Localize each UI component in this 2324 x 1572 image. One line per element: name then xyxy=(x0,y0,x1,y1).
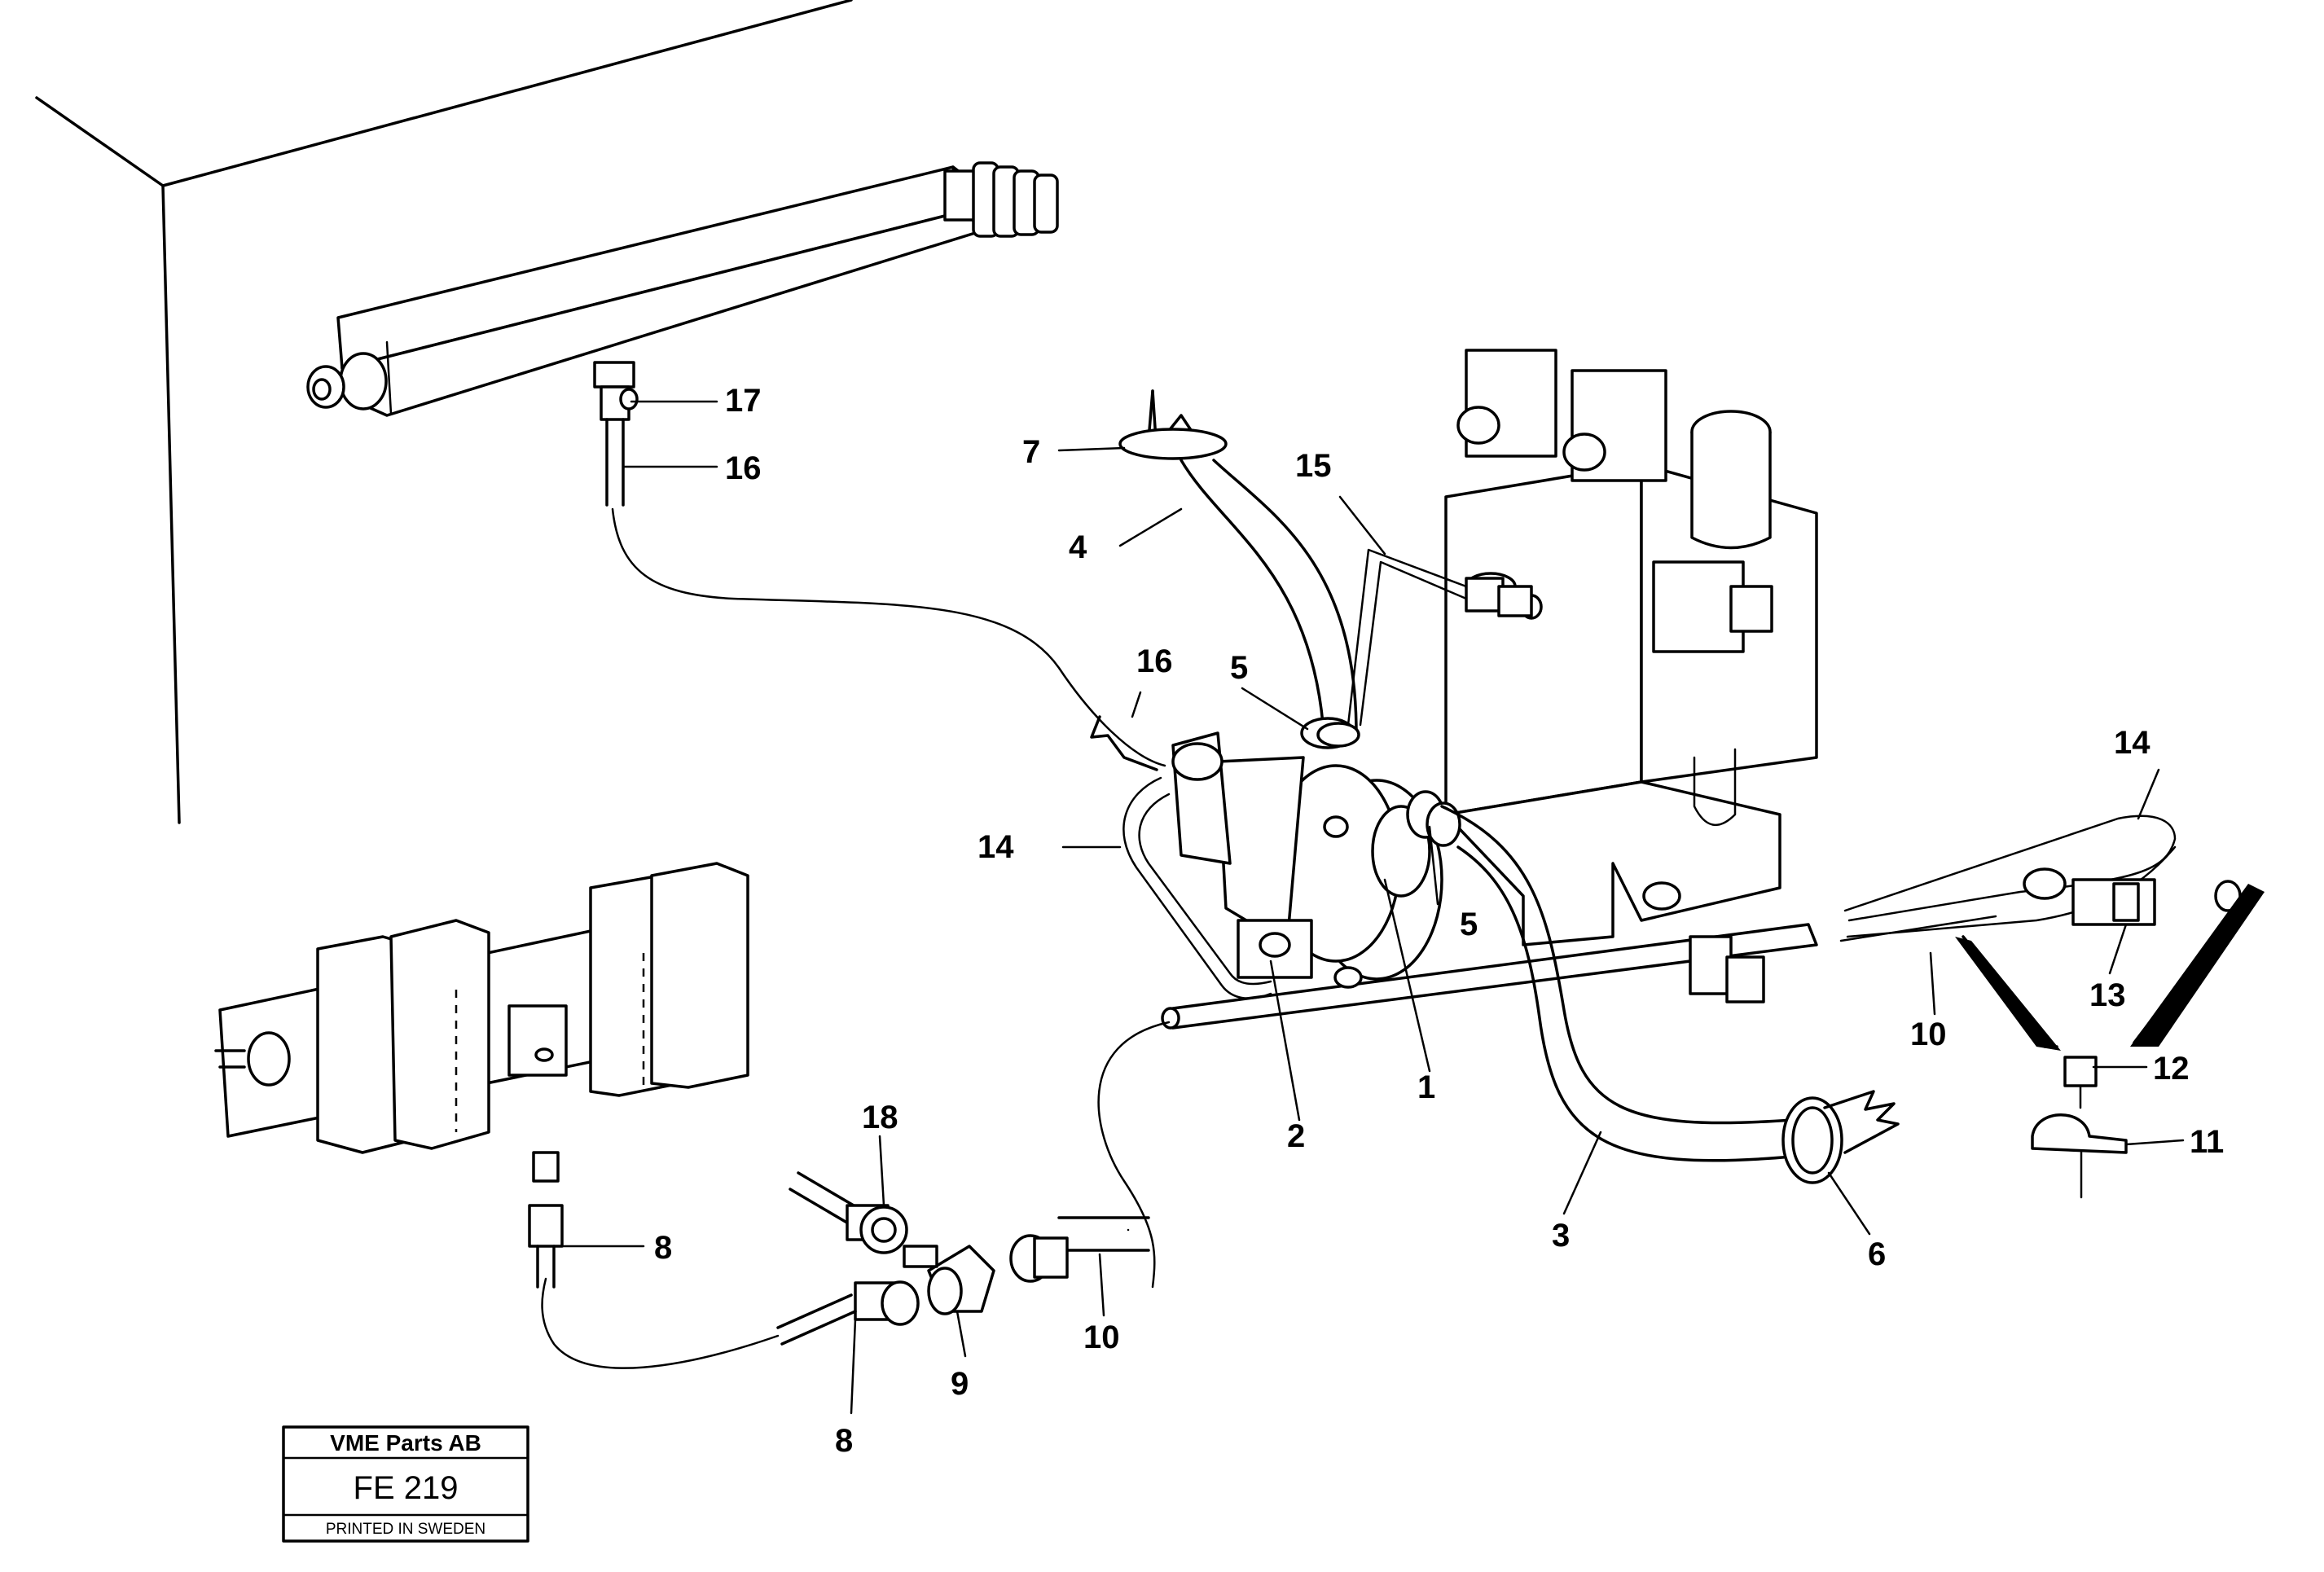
callout-16a: 16 xyxy=(725,450,762,486)
callout-1: 1 xyxy=(1417,1069,1435,1105)
right-detail-assembly xyxy=(1839,815,2265,1199)
callout-4: 4 xyxy=(1069,529,1087,565)
valve-bank-left xyxy=(214,862,749,1289)
upper-rail-assembly xyxy=(306,161,1059,417)
cab-wall xyxy=(35,0,853,824)
stamp-code: FE 219 xyxy=(354,1470,459,1506)
pump-1 xyxy=(1171,722,1443,989)
hose-3 xyxy=(1406,790,1900,1184)
callout-10a: 10 xyxy=(1083,1320,1120,1355)
callout-17: 17 xyxy=(725,383,762,419)
callout-8a: 8 xyxy=(654,1230,672,1266)
fittings-lower xyxy=(541,1171,1069,1369)
callout-14a: 14 xyxy=(977,829,1014,865)
pipe-14-left xyxy=(1090,715,1272,999)
callouts: 1 2 3 4 5 5 6 7 8 8 9 10 10 11 12 13 14 … xyxy=(654,383,2224,1459)
callout-5a: 5 xyxy=(1230,650,1248,686)
callout-2: 2 xyxy=(1287,1118,1305,1154)
callout-11: 11 xyxy=(2190,1124,2224,1160)
callout-16b: 16 xyxy=(1136,643,1173,679)
callout-5b: 5 xyxy=(1460,907,1478,942)
callout-10b: 10 xyxy=(1910,1017,1947,1052)
title-stamp: VME Parts AB FE 219 PRINTED IN SWEDEN xyxy=(282,1425,529,1543)
leader-lines xyxy=(560,400,2185,1415)
callout-12: 12 xyxy=(2153,1051,2190,1087)
callout-8b: 8 xyxy=(835,1423,853,1459)
callout-7: 7 xyxy=(1022,434,1040,470)
callout-15: 15 xyxy=(1295,448,1332,484)
callout-13: 13 xyxy=(2089,977,2126,1013)
callout-14b: 14 xyxy=(2114,725,2150,761)
stamp-printed: PRINTED IN SWEDEN xyxy=(326,1521,485,1538)
callout-3: 3 xyxy=(1552,1218,1570,1254)
hose-4 xyxy=(1118,389,1358,749)
callout-18: 18 xyxy=(862,1100,898,1135)
valve-block-assembly xyxy=(1444,349,1818,946)
lower-bracket-bar xyxy=(1161,923,1818,1030)
pipe-10 xyxy=(1057,1021,1171,1289)
stamp-company: VME Parts AB xyxy=(330,1430,481,1456)
callout-9: 9 xyxy=(951,1366,969,1402)
pipe-15 xyxy=(1347,548,1533,727)
callout-6: 6 xyxy=(1868,1236,1886,1272)
